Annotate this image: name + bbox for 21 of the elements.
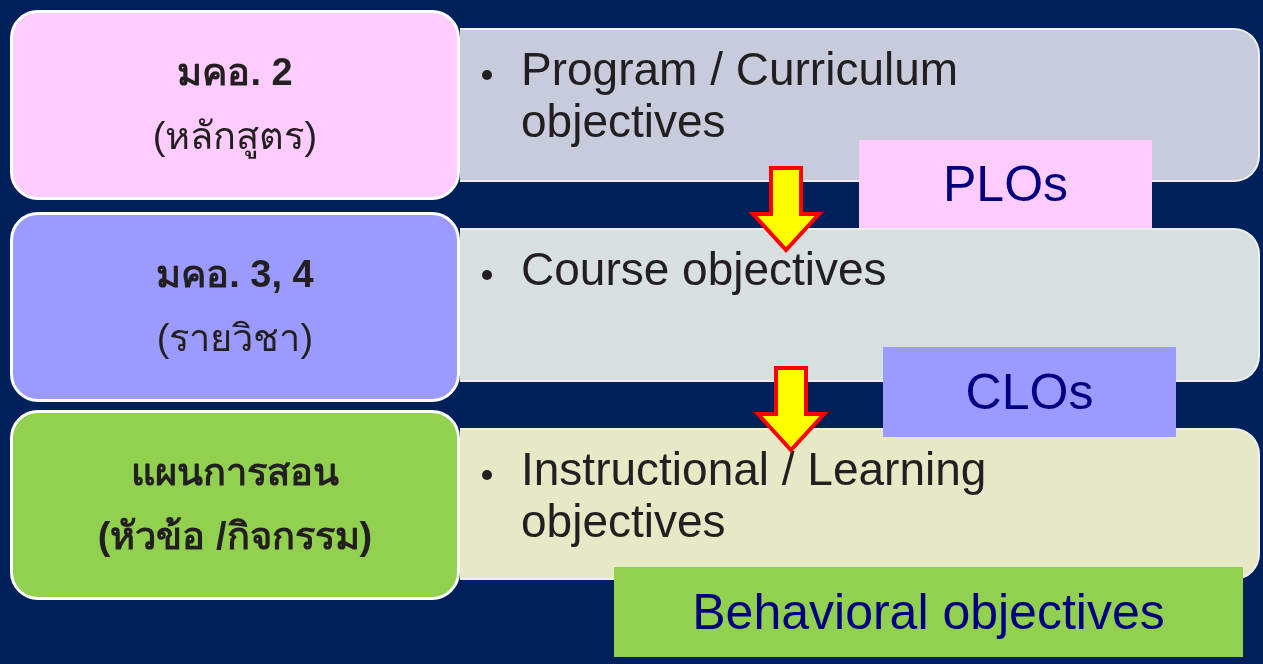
category-label: มคอ. 3, 4	[156, 252, 314, 298]
objective-text: Course objectives	[521, 244, 887, 296]
tag-label: CLOs	[965, 363, 1094, 421]
category-label: มคอ. 2	[177, 50, 293, 96]
objective-tag	[614, 567, 1243, 657]
category-label: (รายวิชา)	[156, 316, 314, 361]
block-arrow	[748, 166, 824, 253]
tag-label: Behavioral objectives	[692, 583, 1165, 641]
objective-text: Instructional / Learning objectives	[521, 444, 988, 548]
objective-tag	[859, 140, 1152, 228]
tag-label: PLOs	[942, 155, 1069, 213]
category-box	[10, 410, 460, 600]
block-arrow	[753, 366, 829, 453]
objective-panel	[460, 428, 1260, 580]
category-label: แผนการสอน	[131, 450, 339, 496]
category-box	[10, 10, 460, 200]
category-label: (หลักสูตร)	[152, 114, 318, 160]
category-label: (หัวข้อ /กิจกรรม)	[97, 514, 373, 559]
objective-text: Program / Curriculum objectives	[521, 44, 960, 148]
objective-tag	[883, 347, 1176, 437]
category-box	[10, 212, 460, 402]
